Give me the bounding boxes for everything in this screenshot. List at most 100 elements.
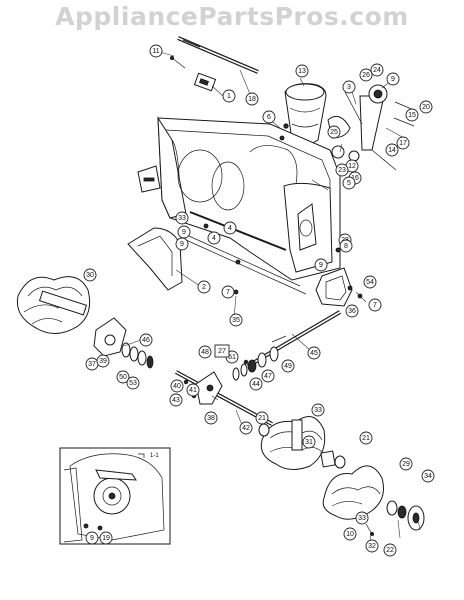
callout-number: 4 <box>212 235 216 242</box>
callout-8: 8 <box>339 239 353 253</box>
callout-number: 45 <box>310 350 318 357</box>
callout-39: 39 <box>96 354 110 368</box>
callout-46: 46 <box>139 333 153 347</box>
callout-10: 10 <box>343 527 357 541</box>
callout-number: 35 <box>232 317 240 324</box>
spacer-31 <box>320 450 336 468</box>
callout-30: 30 <box>83 268 97 282</box>
callout-4: 4 <box>223 221 237 235</box>
shear-pin <box>169 56 186 69</box>
callout-number: 2 <box>202 284 206 291</box>
detail-inset: 1-1 <box>59 447 171 545</box>
callout-number: 51 <box>228 354 236 361</box>
callout-44: 44 <box>249 377 263 391</box>
callout-number: 8 <box>344 243 348 250</box>
callout-number: 23 <box>338 167 346 174</box>
callout-29: 29 <box>399 457 413 471</box>
callout-26: 26 <box>359 68 373 82</box>
callout-18: 18 <box>245 92 259 106</box>
callout-41: 41 <box>186 383 200 397</box>
impeller-2 <box>127 227 183 291</box>
callout-19: 19 <box>99 531 113 545</box>
callout-number: 13 <box>298 68 306 75</box>
callout-number: 43 <box>172 397 180 404</box>
callout-number: 32 <box>368 543 376 550</box>
callout-14: 14 <box>385 143 399 157</box>
callout-number: 19 <box>102 535 110 542</box>
callout-number: 36 <box>348 308 356 315</box>
auger-center <box>260 416 326 470</box>
callout-34: 34 <box>421 469 435 483</box>
callout-number: 21 <box>362 435 370 442</box>
gearbox <box>93 317 127 357</box>
bearing-right <box>386 500 425 531</box>
callout-25: 25 <box>327 125 341 139</box>
callout-number: 25 <box>330 129 338 136</box>
bracket-1 <box>193 72 217 92</box>
callout-33: 33 <box>355 511 369 525</box>
callout-43: 43 <box>169 393 183 407</box>
callout-number: 7 <box>226 289 230 296</box>
callout-33: 33 <box>175 211 189 225</box>
washers-left <box>121 342 154 369</box>
callout-number: 38 <box>207 415 215 422</box>
chute-adapter <box>284 83 327 145</box>
callout-15: 15 <box>405 108 419 122</box>
guard-36 <box>315 267 353 307</box>
callout-3: 3 <box>342 80 356 94</box>
callout-number: 31 <box>305 439 313 446</box>
callout-9: 9 <box>386 72 400 86</box>
callout-number: 10 <box>346 531 354 538</box>
callout-33: 33 <box>311 403 325 417</box>
callout-number: 42 <box>242 425 250 432</box>
callout-5: 5 <box>342 176 356 190</box>
callout-number: 4 <box>228 225 232 232</box>
callout-number: 54 <box>366 279 374 286</box>
callout-9: 9 <box>314 258 328 272</box>
callout-13: 13 <box>295 64 309 78</box>
callout-54: 54 <box>363 275 377 289</box>
inset-label: 1-1 <box>150 453 159 459</box>
callout-number: 3 <box>347 84 351 91</box>
callout-2: 2 <box>197 280 211 294</box>
callout-49: 49 <box>281 359 295 373</box>
callout-32: 32 <box>365 539 379 553</box>
callout-35: 35 <box>229 313 243 327</box>
callout-number: 34 <box>424 473 432 480</box>
callout-number: 33 <box>358 515 366 522</box>
callout-number: 15 <box>408 112 416 119</box>
callout-23: 23 <box>335 163 349 177</box>
callout-number: 6 <box>267 114 271 121</box>
callout-number: 48 <box>201 349 209 356</box>
callout-20: 20 <box>419 100 433 114</box>
callout-number: 9 <box>391 76 395 83</box>
callout-17: 17 <box>396 136 410 150</box>
callout-number: 22 <box>386 547 394 554</box>
callout-number: 14 <box>388 147 396 154</box>
idler-bracket <box>344 84 415 171</box>
callout-4: 4 <box>207 231 221 245</box>
callout-21: 21 <box>359 431 373 445</box>
callout-number: 9 <box>180 241 184 248</box>
callout-number: 27 <box>218 348 226 355</box>
callout-7: 7 <box>368 298 382 312</box>
callout-number: 47 <box>264 373 272 380</box>
callout-number: 24 <box>373 67 381 74</box>
callout-number: 9 <box>182 229 186 236</box>
callout-number: 33 <box>314 407 322 414</box>
callout-number: 7 <box>373 302 377 309</box>
callout-number: 33 <box>178 215 186 222</box>
callout-22: 22 <box>383 543 397 557</box>
watermark: AppliancePartsPros.com <box>55 2 409 31</box>
shear-pin-22 <box>365 523 374 537</box>
callout-number: 12 <box>348 163 356 170</box>
skid-shoe <box>137 165 161 193</box>
callout-27: 27 <box>214 344 230 358</box>
washers-mid <box>232 346 279 381</box>
callout-number: 30 <box>86 272 94 279</box>
callout-number: 41 <box>189 387 197 394</box>
auger-right <box>322 465 384 520</box>
callout-number: 29 <box>402 461 410 468</box>
callout-36: 36 <box>345 304 359 318</box>
